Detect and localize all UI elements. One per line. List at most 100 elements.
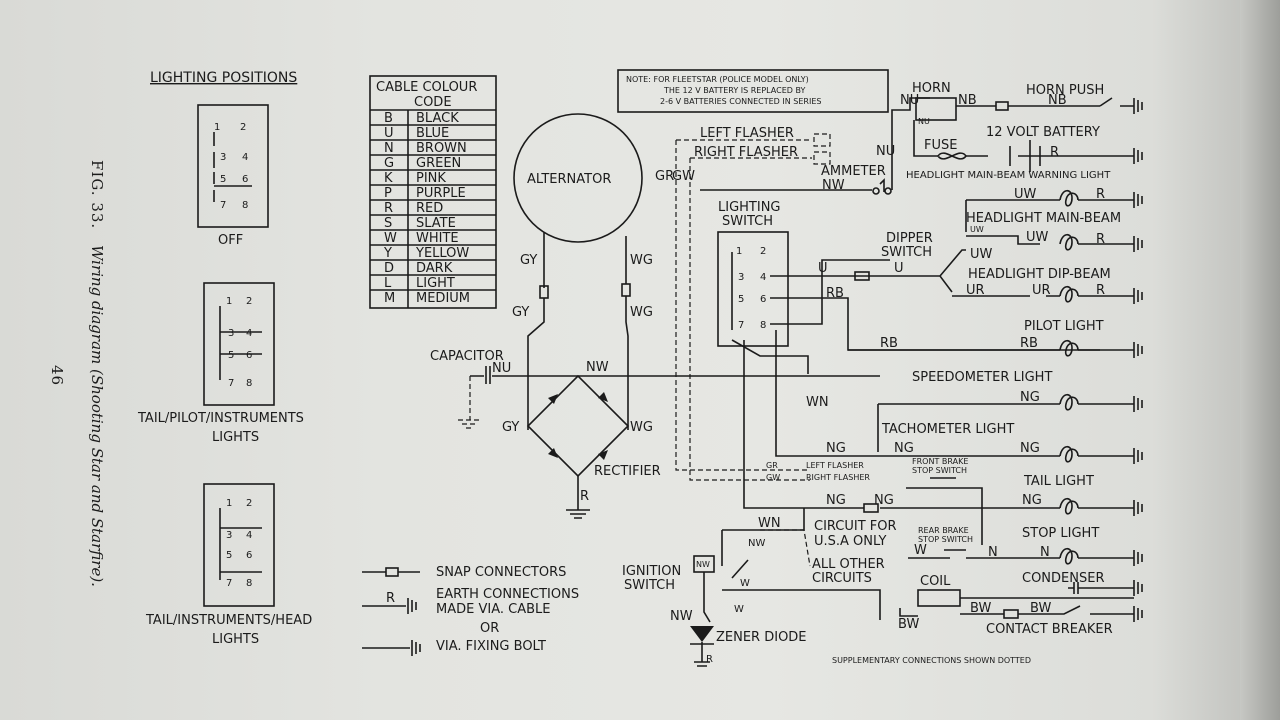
svg-text:NB: NB bbox=[1048, 93, 1067, 108]
earth-icon bbox=[1133, 606, 1143, 622]
svg-text:UW: UW bbox=[970, 247, 993, 262]
ignition-switch-label: IGNITION bbox=[622, 564, 681, 579]
svg-text:4: 4 bbox=[246, 530, 252, 541]
svg-text:GY: GY bbox=[512, 305, 529, 320]
svg-text:NG: NG bbox=[874, 493, 894, 508]
colour-code-letter: M bbox=[384, 291, 395, 306]
svg-text:NU: NU bbox=[900, 93, 919, 108]
svg-text:1: 1 bbox=[736, 246, 742, 257]
tail-light-label: TAIL LIGHT bbox=[1023, 474, 1094, 489]
svg-text:W: W bbox=[734, 604, 744, 615]
svg-text:WG: WG bbox=[630, 305, 653, 320]
svg-text:GY: GY bbox=[502, 420, 519, 435]
figure-title: Wiring diagram (Shooting Star and Starfi… bbox=[88, 245, 106, 587]
svg-text:OR: OR bbox=[480, 621, 499, 636]
svg-text:CODE: CODE bbox=[414, 95, 452, 110]
colour-code-title: CABLE COLOUR bbox=[376, 80, 477, 95]
horn-push-label: HORN PUSH bbox=[1026, 83, 1104, 98]
lighting-position-tail-pilot: 1 2 3 4 5 6 7 8 bbox=[203, 282, 275, 406]
svg-text:U.S.A ONLY: U.S.A ONLY bbox=[814, 534, 887, 549]
svg-text:NG: NG bbox=[1022, 493, 1042, 508]
right-flasher-label: RIGHT FLASHER bbox=[694, 145, 798, 160]
earth-icon bbox=[1133, 448, 1143, 464]
earth-icon bbox=[1133, 580, 1143, 596]
svg-text:NOTE: FOR FLEETSTAR (POLICE MO: NOTE: FOR FLEETSTAR (POLICE MODEL ONLY) bbox=[626, 75, 809, 84]
svg-text:BW: BW bbox=[898, 617, 919, 632]
earth-icon bbox=[1133, 288, 1143, 304]
svg-text:NG: NG bbox=[1020, 390, 1040, 405]
position-tail-head-label: TAIL/INSTRUMENTS/HEAD bbox=[145, 613, 312, 628]
svg-text:NW: NW bbox=[748, 538, 765, 549]
all-other-circuits-label: ALL OTHER bbox=[812, 557, 885, 572]
lighting-switch-box bbox=[717, 231, 789, 347]
svg-text:2: 2 bbox=[246, 296, 252, 307]
tachometer-light-label: TACHOMETER LIGHT bbox=[881, 422, 1014, 437]
pos-num: 1 bbox=[214, 122, 220, 133]
svg-text:U: U bbox=[894, 261, 904, 276]
rectifier-bridge bbox=[526, 374, 630, 478]
svg-text:6: 6 bbox=[246, 550, 252, 561]
colour-code-letter: W bbox=[384, 231, 397, 246]
svg-text:U: U bbox=[818, 261, 828, 276]
coil-symbol bbox=[917, 589, 961, 607]
svg-text:3: 3 bbox=[738, 272, 744, 283]
colour-code-name: BLUE bbox=[416, 126, 449, 141]
colour-code-name: RED bbox=[416, 201, 443, 216]
svg-text:NW: NW bbox=[696, 560, 710, 569]
svg-text:8: 8 bbox=[246, 378, 252, 389]
svg-text:6: 6 bbox=[242, 174, 248, 185]
position-off-label: OFF bbox=[218, 233, 243, 248]
svg-text:UW: UW bbox=[1014, 187, 1037, 202]
svg-text:2: 2 bbox=[760, 246, 766, 257]
colour-code-letter: D bbox=[384, 261, 394, 276]
svg-text:7: 7 bbox=[226, 578, 232, 589]
legend: SNAP CONNECTORS R EARTH CONNECTIONS MADE… bbox=[362, 565, 579, 656]
svg-text:RB: RB bbox=[880, 336, 898, 351]
lamp-symbols bbox=[1059, 189, 1079, 565]
svg-text:3: 3 bbox=[220, 152, 226, 163]
colour-code-letter: L bbox=[384, 276, 392, 291]
svg-text:7: 7 bbox=[738, 320, 744, 331]
lighting-position-tail-head: 1 2 3 4 5 6 7 8 bbox=[203, 483, 275, 607]
lamp-icon bbox=[1059, 339, 1079, 357]
svg-text:SWITCH: SWITCH bbox=[722, 214, 773, 229]
legend-earth-cable: EARTH CONNECTIONS bbox=[436, 587, 579, 602]
dip-beam-label: HEADLIGHT DIP-BEAM bbox=[968, 267, 1111, 282]
rectifier-diodes bbox=[548, 392, 608, 460]
colour-code-letter: B bbox=[384, 111, 393, 126]
colour-code-name: LIGHT bbox=[416, 276, 455, 291]
svg-text:UR: UR bbox=[1032, 283, 1051, 298]
svg-text:1: 1 bbox=[226, 498, 232, 509]
condenser-label: CONDENSER bbox=[1022, 571, 1104, 586]
colour-code-name: SLATE bbox=[416, 216, 456, 231]
speedometer-light-label: SPEEDOMETER LIGHT bbox=[912, 370, 1052, 385]
svg-text:2: 2 bbox=[246, 498, 252, 509]
earth-icon bbox=[1133, 236, 1143, 252]
figure-label: FIG. 33. bbox=[88, 160, 106, 229]
earth-icon bbox=[1133, 148, 1143, 164]
lighting-position-off: 1 2 3 4 5 6 7 8 bbox=[197, 104, 269, 228]
colour-code-letter: G bbox=[384, 156, 394, 171]
lighting-switch-label: LIGHTING bbox=[718, 200, 781, 215]
svg-text:N: N bbox=[1040, 545, 1050, 560]
alternator-symbol bbox=[513, 113, 643, 243]
fleetstar-note: NOTE: FOR FLEETSTAR (POLICE MODEL ONLY) … bbox=[617, 69, 889, 113]
svg-text:6: 6 bbox=[246, 350, 252, 361]
contact-breaker-label: CONTACT BREAKER bbox=[986, 622, 1113, 637]
svg-text:UW: UW bbox=[1026, 230, 1049, 245]
svg-text:GW: GW bbox=[672, 169, 695, 184]
svg-text:NW: NW bbox=[670, 609, 693, 624]
horn-label: HORN bbox=[912, 81, 951, 96]
svg-text:GR: GR bbox=[655, 169, 674, 184]
svg-text:STOP SWITCH: STOP SWITCH bbox=[918, 535, 973, 544]
left-flasher-label: LEFT FLASHER bbox=[700, 126, 794, 141]
svg-text:R: R bbox=[386, 591, 395, 606]
alternator-label: ALTERNATOR bbox=[527, 172, 611, 187]
svg-text:RB: RB bbox=[826, 286, 844, 301]
svg-text:N: N bbox=[988, 545, 998, 560]
svg-text:3: 3 bbox=[228, 328, 234, 339]
lighting-positions-heading: LIGHTING POSITIONS bbox=[150, 70, 297, 86]
legend-fixing-bolt: VIA. FIXING BOLT bbox=[436, 639, 546, 654]
svg-text:R: R bbox=[1096, 283, 1105, 298]
lamp-icon bbox=[1059, 393, 1079, 411]
